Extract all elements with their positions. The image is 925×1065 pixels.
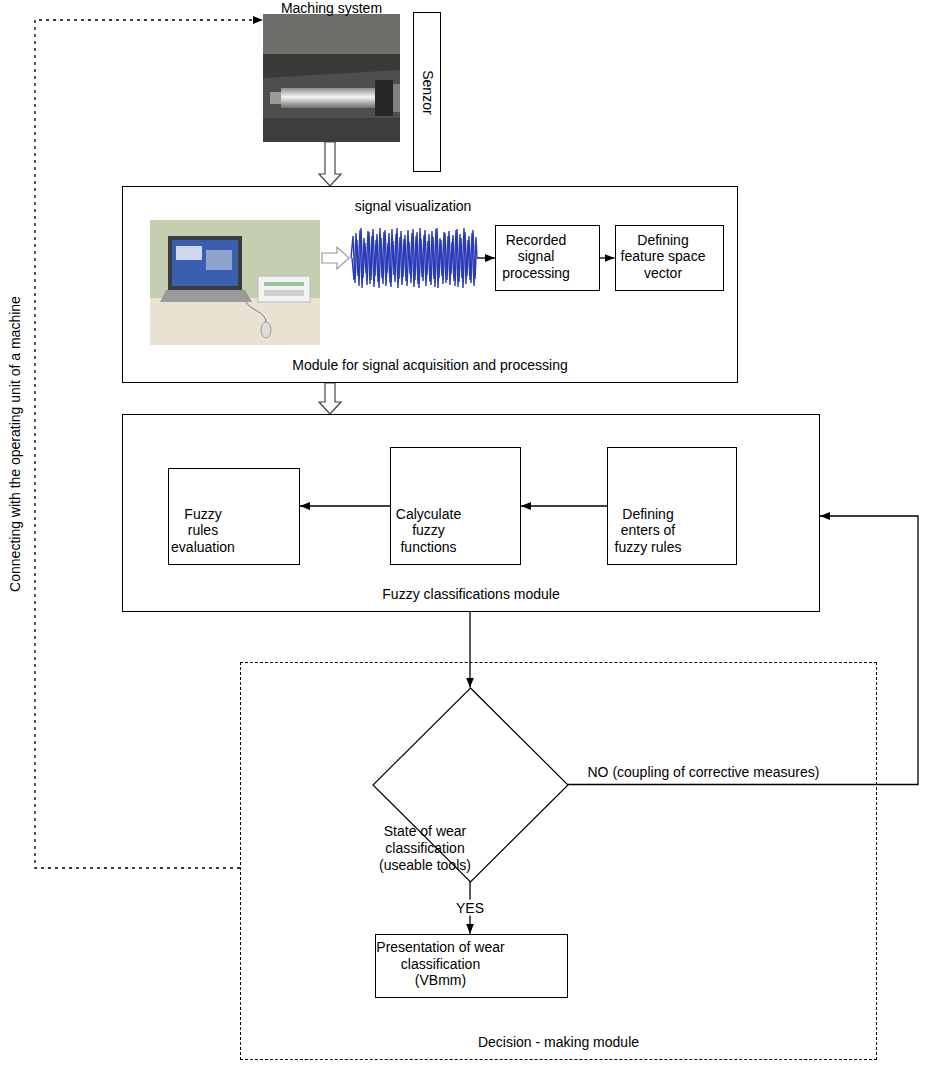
node-text: Presentation of wear classification (VBm… — [376, 939, 506, 989]
connector — [470, 612, 471, 688]
process-box: Defining enters of fuzzy rules — [607, 447, 737, 565]
dotted-arrow — [35, 20, 263, 868]
laptop-photo — [150, 220, 320, 345]
node-text: Defining enters of fuzzy rules — [608, 506, 688, 556]
node-text: Senzor — [419, 70, 436, 114]
photo-wall — [150, 220, 320, 345]
acquisition-device — [258, 276, 310, 302]
connector — [319, 383, 341, 414]
machine-bed — [263, 118, 400, 142]
arrow-line — [521, 505, 607, 506]
fuzzy-module: Fuzzy rules evaluation Calyculate fuzzy f… — [122, 414, 820, 612]
acquisition-module: signal visualizationRecorded signal proc… — [122, 186, 738, 383]
edge-label: YES — [454, 899, 486, 916]
edge-label: NO (coupling of corrective measures) — [586, 764, 822, 781]
arrow-line — [600, 257, 615, 258]
spindle — [393, 84, 400, 112]
node-text: Maching system — [243, 0, 420, 17]
node-text: Module for signal acquisition and proces… — [123, 357, 737, 374]
mouse-cable — [246, 302, 266, 322]
machining-photo — [263, 14, 400, 142]
hollow-arrow — [319, 383, 341, 414]
process-box: Calyculate fuzzy functions — [390, 447, 521, 565]
process-box: Recorded signal processing — [495, 225, 600, 291]
laptop-screen-frame — [168, 236, 242, 290]
node-text: Decision - making module — [241, 1034, 876, 1051]
hollow-arrow — [322, 247, 349, 269]
signal-plot: signal visualization — [349, 198, 477, 292]
diamond-shape — [373, 688, 568, 882]
machining-system: Maching system — [263, 0, 400, 142]
connector — [477, 258, 495, 259]
node-text: Calyculate fuzzy functions — [391, 506, 466, 556]
arrow-line — [477, 257, 495, 258]
node-text: signal visualization — [329, 198, 497, 284]
photo-desk — [150, 298, 320, 345]
process-box: Defining feature space vector — [615, 225, 724, 291]
device-panel — [264, 282, 304, 286]
tailstock — [270, 92, 282, 104]
mouse — [261, 322, 271, 338]
arrow-line — [300, 505, 390, 506]
connector — [600, 258, 615, 259]
laptop-screen — [172, 240, 238, 286]
laptop-base — [160, 290, 252, 302]
photo-ground — [263, 14, 400, 142]
connector — [35, 20, 263, 868]
screen-window — [176, 246, 202, 260]
process-box: Fuzzy rules evaluation — [168, 468, 300, 565]
connector — [300, 506, 390, 507]
node-text: Defining feature space vector — [616, 232, 711, 282]
node-text: Recorded signal processing — [496, 232, 576, 282]
sensor-box: Senzor — [413, 12, 441, 172]
arrow-line — [469, 612, 470, 688]
machine-cover — [263, 14, 400, 54]
node-text: Fuzzy classifications module — [123, 586, 819, 603]
output-box: Presentation of wear classification (VBm… — [375, 934, 568, 998]
edge-label: Connecting with the operating unit of a … — [7, 294, 24, 594]
connector — [319, 142, 341, 186]
device-panel — [264, 290, 304, 296]
screen-window — [206, 250, 232, 270]
hollow-arrow — [319, 142, 341, 186]
node-text: Fuzzy rules evaluation — [169, 506, 237, 556]
chuck — [375, 80, 393, 116]
signal-plot — [351, 228, 477, 288]
node-text: State of wear classification (useable to… — [373, 823, 478, 873]
signal-wave — [351, 228, 476, 288]
decision-diamond: State of wear classification (useable to… — [373, 688, 568, 882]
decision-module: State of wear classification (useable to… — [240, 662, 877, 1060]
workpiece-shaft — [281, 88, 375, 108]
signal-wave — [352, 228, 477, 288]
machine-rail — [263, 54, 400, 78]
connector — [521, 506, 607, 507]
